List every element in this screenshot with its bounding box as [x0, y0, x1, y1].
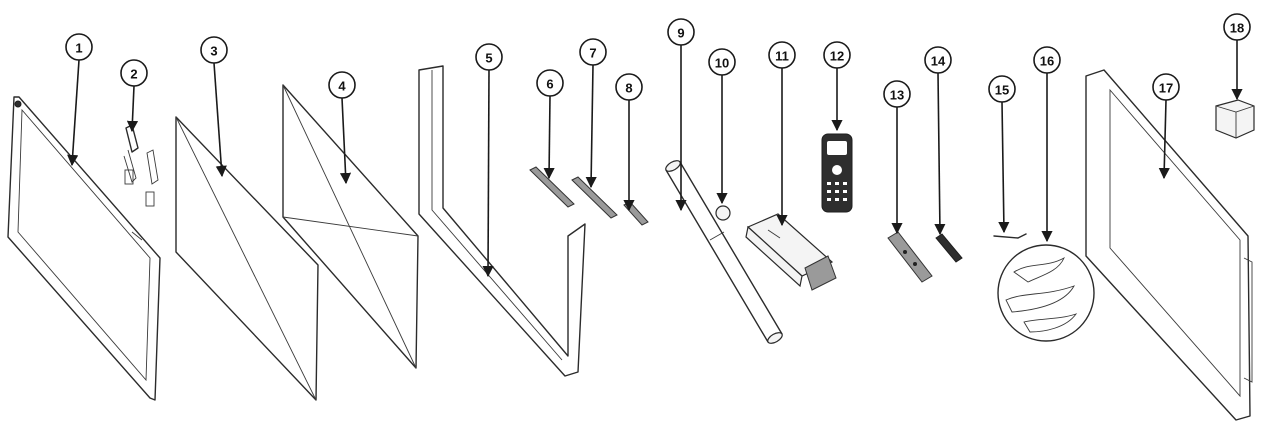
callout-number: 10 — [715, 56, 729, 71]
part-14-small-board — [935, 233, 963, 263]
callout-number: 11 — [775, 49, 789, 64]
part-10-knob — [715, 205, 731, 221]
callout-circle — [65, 33, 93, 61]
part-11-power-unit — [745, 213, 837, 291]
callout-4: 4 — [328, 71, 356, 99]
callout-13: 13 — [883, 80, 911, 108]
part-16-stencil-disc — [997, 244, 1095, 342]
callout-number: 17 — [1159, 81, 1173, 96]
callout-circle — [883, 80, 911, 108]
callout-number: 16 — [1040, 54, 1054, 69]
part-6-strip — [529, 166, 575, 208]
callout-circle — [475, 43, 503, 71]
callout-leader-14 — [934, 72, 946, 236]
callout-circle — [200, 36, 228, 64]
callout-number: 5 — [485, 51, 492, 66]
part-17-back-frame — [1085, 69, 1253, 421]
callout-11: 11 — [768, 41, 796, 69]
callout-circle — [615, 73, 643, 101]
callout-circle — [924, 46, 952, 74]
part-4-diffuser-sheet — [282, 84, 419, 369]
callout-leader-4 — [339, 97, 352, 185]
callout-number: 12 — [830, 49, 844, 64]
callout-circle — [768, 41, 796, 69]
part-12-remote-control — [821, 133, 853, 213]
callout-circle — [988, 75, 1016, 103]
callout-circle — [328, 71, 356, 99]
callout-leader-5 — [482, 69, 494, 278]
callout-leader-15 — [998, 101, 1010, 234]
callout-circle — [667, 18, 695, 46]
part-18-cube — [1215, 99, 1255, 139]
part-1-front-panel — [7, 96, 161, 401]
callout-leaders — [67, 40, 1243, 278]
part-13-circuit-board — [887, 231, 933, 283]
callout-circle — [1223, 13, 1251, 41]
callout-12: 12 — [823, 41, 851, 69]
part-7-strip — [571, 176, 618, 219]
callout-2: 2 — [120, 59, 148, 87]
callout-number: 9 — [677, 26, 684, 41]
callout-number: 13 — [890, 88, 904, 103]
callout-5: 5 — [475, 43, 503, 71]
callout-circle — [536, 69, 564, 97]
callout-number: 18 — [1230, 21, 1244, 36]
callout-circle — [708, 48, 736, 76]
callout-7: 7 — [579, 38, 607, 66]
callout-circle — [120, 59, 148, 87]
part-3-glass-sheet — [175, 116, 319, 401]
callout-9: 9 — [667, 18, 695, 46]
callout-leader-2 — [126, 85, 139, 133]
part-15-cable — [993, 233, 1027, 239]
callout-16: 16 — [1033, 46, 1061, 74]
callout-18: 18 — [1223, 13, 1251, 41]
callout-number: 7 — [589, 46, 596, 61]
part-5-frame-rail — [418, 65, 586, 377]
callout-number: 1 — [75, 41, 82, 56]
part-2-brackets — [123, 124, 159, 207]
callout-10: 10 — [708, 48, 736, 76]
callout-circle — [1033, 46, 1061, 74]
part-8-strip — [623, 201, 649, 226]
callout-leader-7 — [585, 64, 597, 189]
callout-leader-3 — [213, 62, 227, 178]
callout-leader-6 — [543, 95, 555, 180]
callout-number: 15 — [995, 83, 1009, 98]
callout-3: 3 — [200, 36, 228, 64]
callout-number: 4 — [338, 79, 346, 94]
callout-leader-17 — [1158, 99, 1170, 180]
callout-8: 8 — [615, 73, 643, 101]
callout-number: 6 — [546, 77, 553, 92]
part-9-tube — [665, 160, 783, 344]
callout-14: 14 — [924, 46, 952, 74]
callout-circle — [823, 41, 851, 69]
callout-number: 8 — [625, 81, 632, 96]
callout-number: 2 — [130, 67, 137, 82]
callout-leader-1 — [67, 59, 80, 167]
callout-17: 17 — [1152, 73, 1180, 101]
callout-number: 3 — [210, 44, 217, 59]
callout-1: 1 — [65, 33, 93, 61]
callout-circle — [579, 38, 607, 66]
callout-6: 6 — [536, 69, 564, 97]
callout-circle — [1152, 73, 1180, 101]
callout-15: 15 — [988, 75, 1016, 103]
callout-number: 14 — [931, 54, 946, 69]
